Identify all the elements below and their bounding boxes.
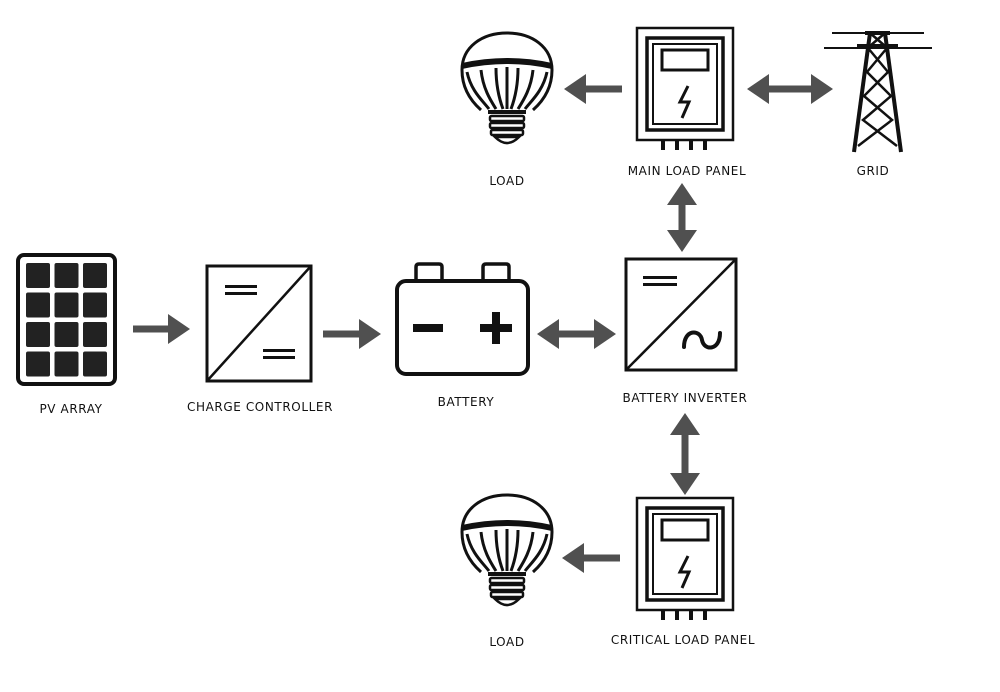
arrow-charge-controller-to-battery — [323, 319, 381, 349]
main-load-panel-label: MAIN LOAD PANEL — [628, 164, 747, 178]
critical-load-panel-label: CRITICAL LOAD PANEL — [611, 633, 755, 647]
solar-cell — [54, 292, 79, 318]
battery-inverter-label: BATTERY INVERTER — [623, 391, 748, 405]
battery-node: BATTERY — [395, 262, 530, 409]
solar-cell — [83, 351, 107, 377]
solar-cell — [26, 263, 50, 288]
load-bottom-node: LOAD — [460, 493, 554, 649]
dc-dc-converter-icon — [205, 264, 313, 383]
electrical-panel-icon — [635, 26, 735, 152]
battery-icon — [395, 262, 530, 376]
bidirectional-arrow-battery-to-battery-inverter — [537, 319, 616, 349]
grid-node: GRID — [824, 31, 932, 178]
solar-cell — [26, 292, 50, 318]
solar-cell — [54, 263, 79, 288]
arrow-main-load-panel-to-load-top — [564, 74, 622, 104]
load-bottom-label: LOAD — [489, 635, 524, 649]
solar-cell — [26, 322, 50, 347]
main-load-panel-node: MAIN LOAD PANEL — [628, 26, 747, 178]
solar-panel-icon — [16, 253, 117, 386]
charge-controller-node: CHARGE CONTROLLER — [187, 264, 333, 414]
grid-label: GRID — [857, 164, 890, 178]
bidirectional-arrow-battery-inverter-to-main-load-panel — [667, 183, 697, 252]
pv-array-node: PV ARRAY — [16, 253, 117, 416]
bidirectional-arrow-main-load-panel-to-grid — [747, 74, 833, 104]
load-top-node: LOAD — [460, 31, 554, 188]
solar-cell — [83, 292, 107, 318]
solar-cell — [54, 351, 79, 377]
electrical-panel-icon — [635, 496, 735, 622]
connector-arrows — [133, 74, 833, 573]
critical-load-panel-node: CRITICAL LOAD PANEL — [611, 496, 755, 647]
pv-array-label: PV ARRAY — [39, 402, 102, 416]
transmission-tower-icon — [824, 31, 932, 153]
battery-inverter-node: BATTERY INVERTER — [623, 257, 748, 405]
solar-cell — [83, 263, 107, 288]
solar-cell — [83, 322, 107, 347]
arrow-critical-load-panel-to-load-bottom — [562, 543, 620, 573]
battery-label: BATTERY — [438, 395, 495, 409]
arrow-pv-array-to-charge-controller — [133, 314, 190, 344]
dc-ac-inverter-icon — [624, 257, 738, 372]
bidirectional-arrow-battery-inverter-to-critical-load-panel — [670, 413, 700, 495]
light-bulb-icon — [460, 493, 554, 607]
solar-cell — [26, 351, 50, 377]
light-bulb-icon — [460, 31, 554, 145]
load-top-label: LOAD — [489, 174, 524, 188]
solar-cell — [54, 322, 79, 347]
charge-controller-label: CHARGE CONTROLLER — [187, 400, 333, 414]
